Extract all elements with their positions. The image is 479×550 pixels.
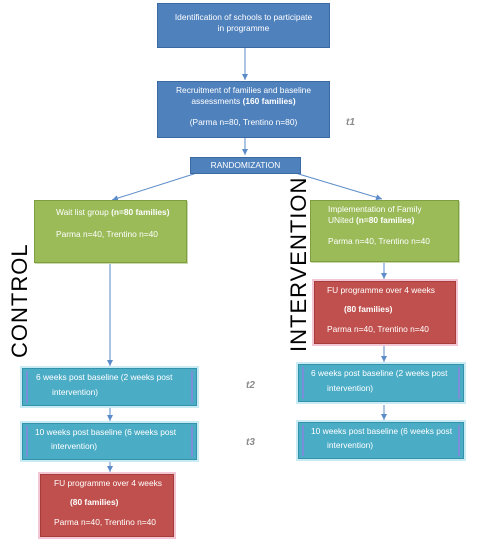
identification-box: Identification of schools to participate… — [157, 3, 330, 48]
randomization-box: RANDOMIZATION — [190, 157, 301, 174]
time-label-t2: t2 — [246, 380, 255, 391]
fu-intervention-line3: Parma n=40, Trentino n=40 — [327, 323, 429, 334]
fu-control-line3: Parma n=40, Trentino n=40 — [54, 516, 156, 527]
wait-list-prefix: Wait list group — [56, 207, 112, 217]
control-6weeks-frame — [26, 371, 193, 403]
recruitment-family-count: (160 families) — [242, 96, 296, 107]
implementation-line3: Parma n=40, Trentino n=40 — [328, 235, 430, 246]
arrow-randomization-control — [111, 171, 201, 202]
fu-programme-control-box: FU programme over 4 weeks (80 families) … — [40, 474, 174, 537]
intervention-6weeks-box: 6 weeks post baseline (2 weeks post inte… — [298, 364, 464, 402]
fu-intervention-family-count: (80 families) — [344, 304, 393, 315]
randomization-label: RANDOMIZATION — [210, 160, 281, 170]
recruitment-line2-prefix: assessments — [191, 96, 243, 107]
control-10weeks-line1: 10 weeks post baseline (6 weeks post — [35, 427, 177, 437]
wait-list-family-count: (n=80 families) — [111, 207, 170, 217]
intervention-6weeks-line1: 6 weeks post baseline (2 weeks post — [311, 368, 448, 378]
intervention-label: INTERVENTION — [286, 176, 311, 352]
control-10weeks-box: 10 weeks post baseline (6 weeks post int… — [22, 423, 197, 460]
intervention-6weeks-frame — [302, 367, 460, 399]
wait-list-line2: Parma n=40, Trentino n=40 — [56, 229, 158, 240]
control-label: CONTROL — [7, 243, 32, 358]
control-6weeks-line2: intervention) — [52, 387, 99, 398]
time-label-t1: t1 — [346, 117, 355, 128]
recruitment-box: Recruitment of families and baseline ass… — [157, 81, 330, 138]
control-10weeks-frame — [26, 426, 193, 457]
fu-control-line1: FU programme over 4 weeks — [54, 478, 162, 488]
recruitment-line3: (Parma n=80, Trentino n=80) — [189, 116, 298, 127]
intervention-10weeks-line1: 10 weeks post baseline (6 weeks post — [311, 426, 453, 436]
intervention-6weeks-line2: intervention) — [327, 383, 374, 394]
fu-intervention-line1: FU programme over 4 weeks — [327, 285, 435, 295]
implementation-line2-prefix: UNited — [328, 215, 356, 226]
implementation-family-count: (n=80 families) — [355, 215, 415, 226]
intervention-10weeks-frame — [302, 425, 460, 456]
intervention-10weeks-box: 10 weeks post baseline (6 weeks post int… — [298, 422, 464, 459]
identification-line1: Identification of schools to participate — [174, 12, 313, 22]
fu-control-family-count: (80 families) — [70, 497, 119, 508]
implementation-box: Implementation of Family UNited (n=80 fa… — [310, 200, 459, 262]
arrow-randomization-intervention — [291, 171, 383, 201]
control-6weeks-line1: 6 weeks post baseline (2 weeks post — [36, 372, 173, 382]
intervention-10weeks-line2: intervention) — [327, 440, 374, 451]
identification-line2: in programme — [217, 23, 270, 34]
wait-list-box: Wait list group (n=80 families) Parma n=… — [34, 200, 187, 263]
fu-programme-intervention-box: FU programme over 4 weeks (80 families) … — [314, 281, 456, 344]
recruitment-line1: Recruitment of families and baseline — [176, 85, 311, 95]
control-10weeks-line2: intervention) — [51, 441, 98, 452]
implementation-line1: Implementation of Family — [328, 204, 422, 214]
time-label-t3: t3 — [246, 437, 255, 448]
control-6weeks-box: 6 weeks post baseline (2 weeks post inte… — [22, 368, 197, 406]
